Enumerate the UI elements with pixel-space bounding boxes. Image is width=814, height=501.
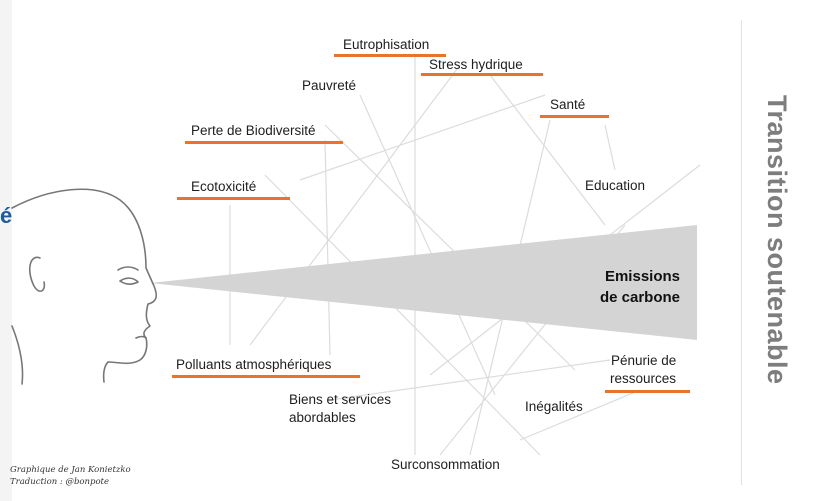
- label-penurie-line-1: Pénurie de: [611, 353, 677, 368]
- connector-line: [329, 359, 611, 401]
- connector-line: [359, 94, 496, 396]
- label-sante: Santé: [550, 97, 586, 112]
- underline: [177, 197, 290, 200]
- connector-line: [264, 174, 541, 456]
- label-polluants: Polluants atmosphériques: [176, 357, 332, 372]
- label-eutrophisation: Eutrophisation: [343, 37, 430, 52]
- label-surconsommation: Surconsommation: [391, 457, 500, 472]
- underline: [540, 115, 609, 118]
- label-stress-hydrique: Stress hydrique: [429, 57, 523, 72]
- connector-line: [249, 64, 461, 346]
- underline: [185, 141, 343, 144]
- connector-line: [299, 94, 546, 181]
- label-pauvrete: Pauvreté: [302, 78, 357, 93]
- underline: [334, 54, 446, 57]
- eyebrow: [117, 266, 139, 271]
- vision-cone: [150, 225, 697, 340]
- connector-line: [519, 389, 641, 441]
- left-slide-edge: [0, 0, 12, 501]
- emissions-line-2: de carbone: [599, 289, 680, 306]
- label-biens-line-1: Biens et services: [289, 392, 392, 407]
- label-education: Education: [585, 178, 646, 193]
- connector-line: [604, 124, 616, 171]
- credit-line-2: Traduction : @bonpote: [10, 477, 110, 487]
- underline: [172, 375, 360, 378]
- mouth: [135, 335, 147, 339]
- underline: [605, 390, 690, 393]
- underline: [421, 73, 543, 76]
- eye-icon: [119, 277, 139, 285]
- connector-line: [324, 139, 331, 356]
- connector-line: [489, 74, 606, 226]
- emissions-line-1: Emissions: [604, 268, 680, 285]
- divider-line: [741, 20, 742, 485]
- head-profile-drawing: [11, 188, 158, 385]
- label-emissions-carbone: Emissions de carbone: [560, 266, 680, 308]
- side-text-fragment: é: [0, 203, 13, 228]
- label-biens-line-2: abordables: [289, 410, 356, 425]
- vertical-title: Transition soutenable: [762, 95, 792, 385]
- label-penurie-line-2: ressources: [610, 371, 677, 386]
- label-inegalites: Inégalités: [525, 399, 583, 414]
- label-ecotoxicite: Ecotoxicité: [191, 179, 257, 194]
- credit-line-1: Graphique de Jan Konietzko: [10, 465, 131, 475]
- ear-icon: [28, 256, 46, 293]
- connector-line: [324, 124, 576, 371]
- label-perte-biodiversite: Perte de Biodiversité: [191, 123, 316, 138]
